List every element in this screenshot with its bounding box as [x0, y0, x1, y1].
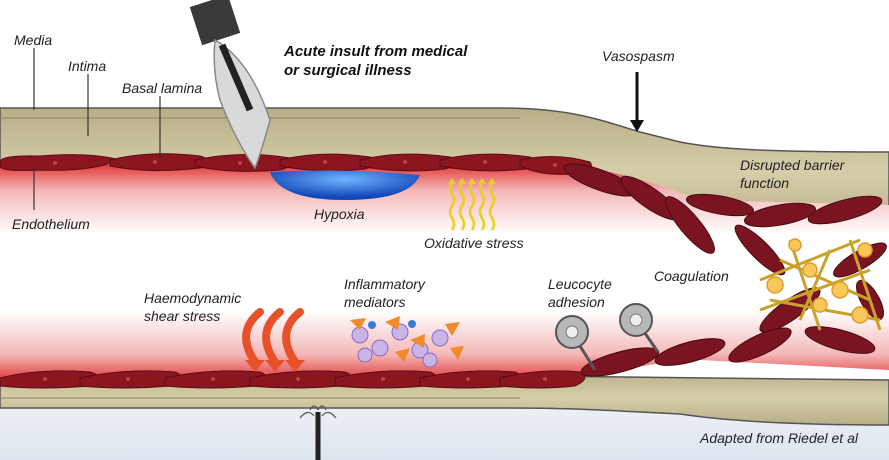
label-leucocyte-1: Leucocyte: [548, 276, 612, 293]
label-haemodynamic-1: Haemodynamic: [144, 290, 241, 307]
label-vasospasm: Vasospasm: [602, 48, 675, 65]
label-haemodynamic-2: shear stress: [144, 308, 220, 325]
label-inflammatory-1: Inflammatory: [344, 276, 425, 293]
credit-text: Adapted from Riedel et al: [700, 430, 858, 447]
endothelium-bottom: [0, 371, 585, 388]
label-disrupted-barrier-2: function: [740, 175, 789, 192]
label-media: Media: [14, 32, 52, 49]
label-intima: Intima: [68, 58, 106, 75]
label-leucocyte-2: adhesion: [548, 294, 605, 311]
label-inflammatory-2: mediators: [344, 294, 405, 311]
vasospasm-arrow: [630, 72, 644, 132]
label-endothelium: Endothelium: [12, 216, 90, 233]
label-hypoxia: Hypoxia: [314, 206, 365, 223]
title-line-1: Acute insult from medical: [284, 42, 467, 61]
title-line-2: or surgical illness: [284, 61, 412, 80]
shear-arrowheads: [245, 360, 305, 372]
label-disrupted-barrier-1: Disrupted barrier: [740, 157, 844, 174]
label-oxidative-stress: Oxidative stress: [424, 235, 524, 252]
label-basal-lamina: Basal lamina: [122, 80, 202, 97]
label-coagulation: Coagulation: [654, 268, 729, 285]
